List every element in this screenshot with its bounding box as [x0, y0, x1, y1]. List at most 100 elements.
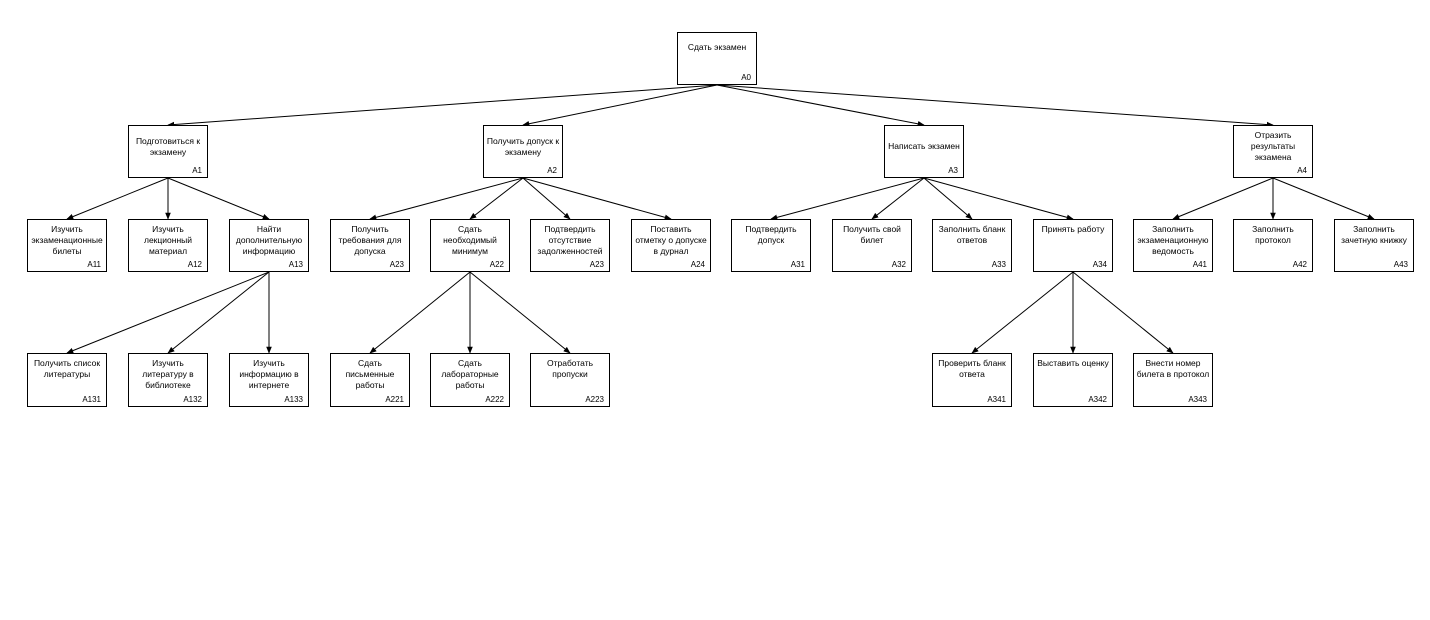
node-a24[interactable]: Поставить отметку о допуске в дурнал A24 — [631, 219, 711, 272]
node-a13[interactable]: Найти дополнительную информацию A13 — [229, 219, 309, 272]
node-code: A31 — [790, 260, 805, 269]
node-a341[interactable]: Проверить бланк ответа A341 — [932, 353, 1012, 407]
node-code: A23 — [389, 260, 404, 269]
node-a342[interactable]: Выставить оценку A342 — [1033, 353, 1113, 407]
node-a34[interactable]: Принять работу A34 — [1033, 219, 1113, 272]
node-label: Сдать письменные работы — [345, 358, 395, 390]
node-a4-otrazit-rezultaty[interactable]: Отразить результаты экзамена A4 — [1233, 125, 1313, 178]
connector-a34-a343 — [1072, 271, 1174, 354]
node-label: Подтвердить отсутствие задолженностей — [537, 224, 603, 256]
node-label: Написать экзамен — [888, 141, 960, 151]
node-a32[interactable]: Получить свой билет A32 — [832, 219, 912, 272]
node-a1-podgotovitsya[interactable]: Подготовиться к экзамену A1 — [128, 125, 208, 178]
node-a42[interactable]: Заполнить протокол A42 — [1233, 219, 1313, 272]
node-code: A0 — [741, 73, 751, 82]
node-a132[interactable]: Изучить литературу в библиотеке A132 — [128, 353, 208, 407]
node-label: Внести номер билета в протокол — [1136, 358, 1210, 379]
node-label: Получить свой билет — [843, 224, 901, 245]
node-a12[interactable]: Изучить лекционный материал A12 — [128, 219, 208, 272]
node-code: A22 — [489, 260, 504, 269]
node-label: Заполнить зачетную книжку — [1341, 224, 1407, 245]
node-code: A223 — [585, 395, 604, 404]
connector-a2-a23b — [522, 177, 571, 220]
connector-a0-a3 — [716, 84, 925, 127]
node-a221[interactable]: Сдать письменные работы A221 — [330, 353, 410, 407]
node-label: Отработать пропуски — [546, 358, 594, 379]
node-label: Заполнить бланк ответов — [938, 224, 1006, 245]
node-code: A13 — [288, 260, 303, 269]
node-code: A42 — [1292, 260, 1307, 269]
node-a2-poluchit-dopusk[interactable]: Получить допуск к экзамену A2 — [483, 125, 563, 178]
node-label: Сдать экзамен — [687, 42, 747, 52]
connector-a22-a223 — [469, 271, 571, 354]
node-code: A34 — [1092, 260, 1107, 269]
connector-a4-a41 — [1172, 177, 1274, 220]
node-label: Получить список литературы — [33, 358, 101, 379]
node-label: Изучить литературу в библиотеке — [142, 358, 194, 390]
node-code: A221 — [385, 395, 404, 404]
connector-a1-a11 — [66, 177, 169, 220]
node-a223[interactable]: Отработать пропуски A223 — [530, 353, 610, 407]
node-a133[interactable]: Изучить информацию в интернете A133 — [229, 353, 309, 407]
node-code: A342 — [1088, 395, 1107, 404]
node-code: A43 — [1393, 260, 1408, 269]
node-code: A12 — [187, 260, 202, 269]
node-a22[interactable]: Сдать необходимый минимум A22 — [430, 219, 510, 272]
node-label: Проверить бланк ответа — [938, 358, 1006, 379]
node-label: Получить требования для допуска — [338, 224, 402, 256]
node-a222[interactable]: Сдать лабораторные работы A222 — [430, 353, 510, 407]
node-label: Подготовиться к экзамену — [135, 135, 201, 157]
connector-a4-a43 — [1272, 177, 1375, 220]
node-code: A3 — [948, 166, 958, 175]
node-code: A343 — [1188, 395, 1207, 404]
node-label: Сдать необходимый минимум — [443, 224, 497, 256]
node-code: A2 — [547, 166, 557, 175]
node-a11[interactable]: Изучить экзаменационные билеты A11 — [27, 219, 107, 272]
node-code: A23 — [589, 260, 604, 269]
node-a33[interactable]: Заполнить бланк ответов A33 — [932, 219, 1012, 272]
node-code: A32 — [891, 260, 906, 269]
node-label: Заполнить протокол — [1252, 224, 1294, 245]
node-label: Заполнить экзаменационную ведомость — [1137, 224, 1209, 256]
connector-a13-a131 — [66, 271, 270, 354]
node-label: Изучить экзаменационные билеты — [31, 224, 103, 256]
connector-a0-a4 — [716, 84, 1274, 128]
connector-a2-a24 — [522, 177, 672, 221]
node-a23-trebovaniya[interactable]: Получить требования для допуска A23 — [330, 219, 410, 272]
connector-a13-a132 — [167, 271, 270, 354]
connector-a1-a13 — [167, 177, 270, 220]
node-label: Сдать лабораторные работы — [441, 358, 499, 390]
node-label: Отразить результаты экзамена — [1250, 130, 1296, 162]
node-a3-napisat-ekzamen[interactable]: Написать экзамен A3 — [884, 125, 964, 178]
node-label: Принять работу — [1041, 224, 1105, 234]
node-a31[interactable]: Подтвердить допуск A31 — [731, 219, 811, 272]
node-a43[interactable]: Заполнить зачетную книжку A43 — [1334, 219, 1414, 272]
connector-a2-a22 — [469, 177, 524, 220]
node-label: Выставить оценку — [1037, 358, 1109, 368]
node-code: A222 — [485, 395, 504, 404]
connector-a3-a33 — [923, 177, 973, 220]
connector-a3-a34 — [923, 177, 1074, 221]
node-a131[interactable]: Получить список литературы A131 — [27, 353, 107, 407]
connector-a3-a32 — [871, 177, 925, 220]
connector-a34-a341 — [971, 271, 1074, 354]
node-a41[interactable]: Заполнить экзаменационную ведомость A41 — [1133, 219, 1213, 272]
node-label: Изучить информацию в интернете — [239, 358, 299, 390]
node-label: Подтвердить допуск — [745, 224, 797, 245]
node-code: A4 — [1297, 166, 1307, 175]
node-label: Изучить лекционный материал — [144, 224, 192, 256]
connector-a0-a2 — [522, 84, 718, 127]
node-code: A1 — [192, 166, 202, 175]
node-a343[interactable]: Внести номер билета в протокол A343 — [1133, 353, 1213, 407]
connector-a3-a31 — [770, 177, 925, 221]
connector-a22-a221 — [369, 271, 471, 354]
node-a0-sdat-ekzamen[interactable]: Сдать экзамен A0 — [677, 32, 757, 85]
node-a23-zadolzhennosti[interactable]: Подтвердить отсутствие задолженностей A2… — [530, 219, 610, 272]
connector-a0-a1 — [167, 84, 718, 128]
node-label: Найти дополнительную информацию — [235, 224, 303, 256]
node-code: A131 — [82, 395, 101, 404]
node-code: A41 — [1192, 260, 1207, 269]
connector-a2-a23a — [369, 177, 524, 221]
